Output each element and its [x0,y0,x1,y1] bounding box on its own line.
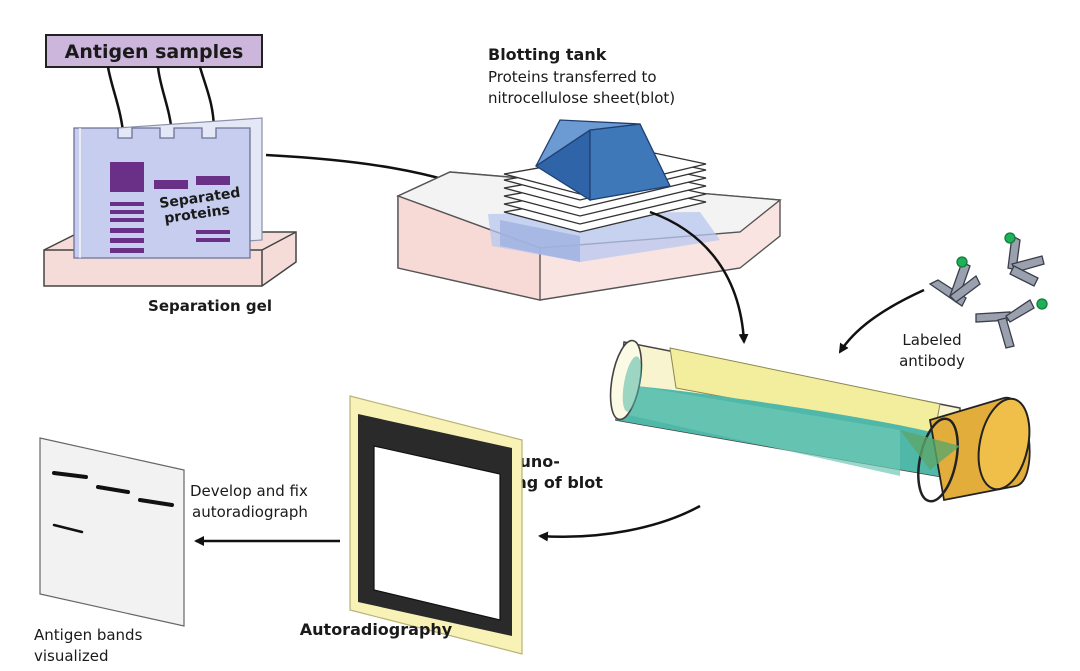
develop-fix-line2: autoradiograph [192,503,308,521]
labeled-antibody-line2: antibody [899,352,965,370]
labeled-antibody-line1: Labeled [902,331,961,349]
separation-gel-label: Separation gel [148,297,272,315]
autoradiograph-film [349,395,523,655]
antigen-bands-line1: Antigen bands [34,626,143,644]
antigen-bands-sheet [39,437,185,627]
antibody-icon [975,298,1048,349]
tank-to-tube-arrow [649,210,749,344]
tube-to-film-arrow [538,504,701,542]
separation-gel: Separated proteins [43,117,297,287]
blotting-tank-desc-line2: nitrocellulose sheet(blot) [488,89,675,107]
blotting-tank-title: Blotting tank [488,45,607,64]
antibody-icon [928,256,981,307]
antibody-to-tube-arrow [838,288,925,354]
antigen-samples-box: Antigen samples [45,34,263,68]
immunostaining-tube [609,339,1031,503]
antigen-bands-line2: visualized [34,647,109,665]
blotting-tank [396,119,782,301]
blotting-tank-desc-line1: Proteins transferred to [488,68,657,86]
autoradiography-label: Autoradiography [300,620,453,639]
antibody-icon [1004,232,1045,287]
antigen-samples-label: Antigen samples [65,41,244,63]
labeled-antibodies [928,232,1048,349]
develop-fix-line1: Develop and fix [190,482,308,500]
